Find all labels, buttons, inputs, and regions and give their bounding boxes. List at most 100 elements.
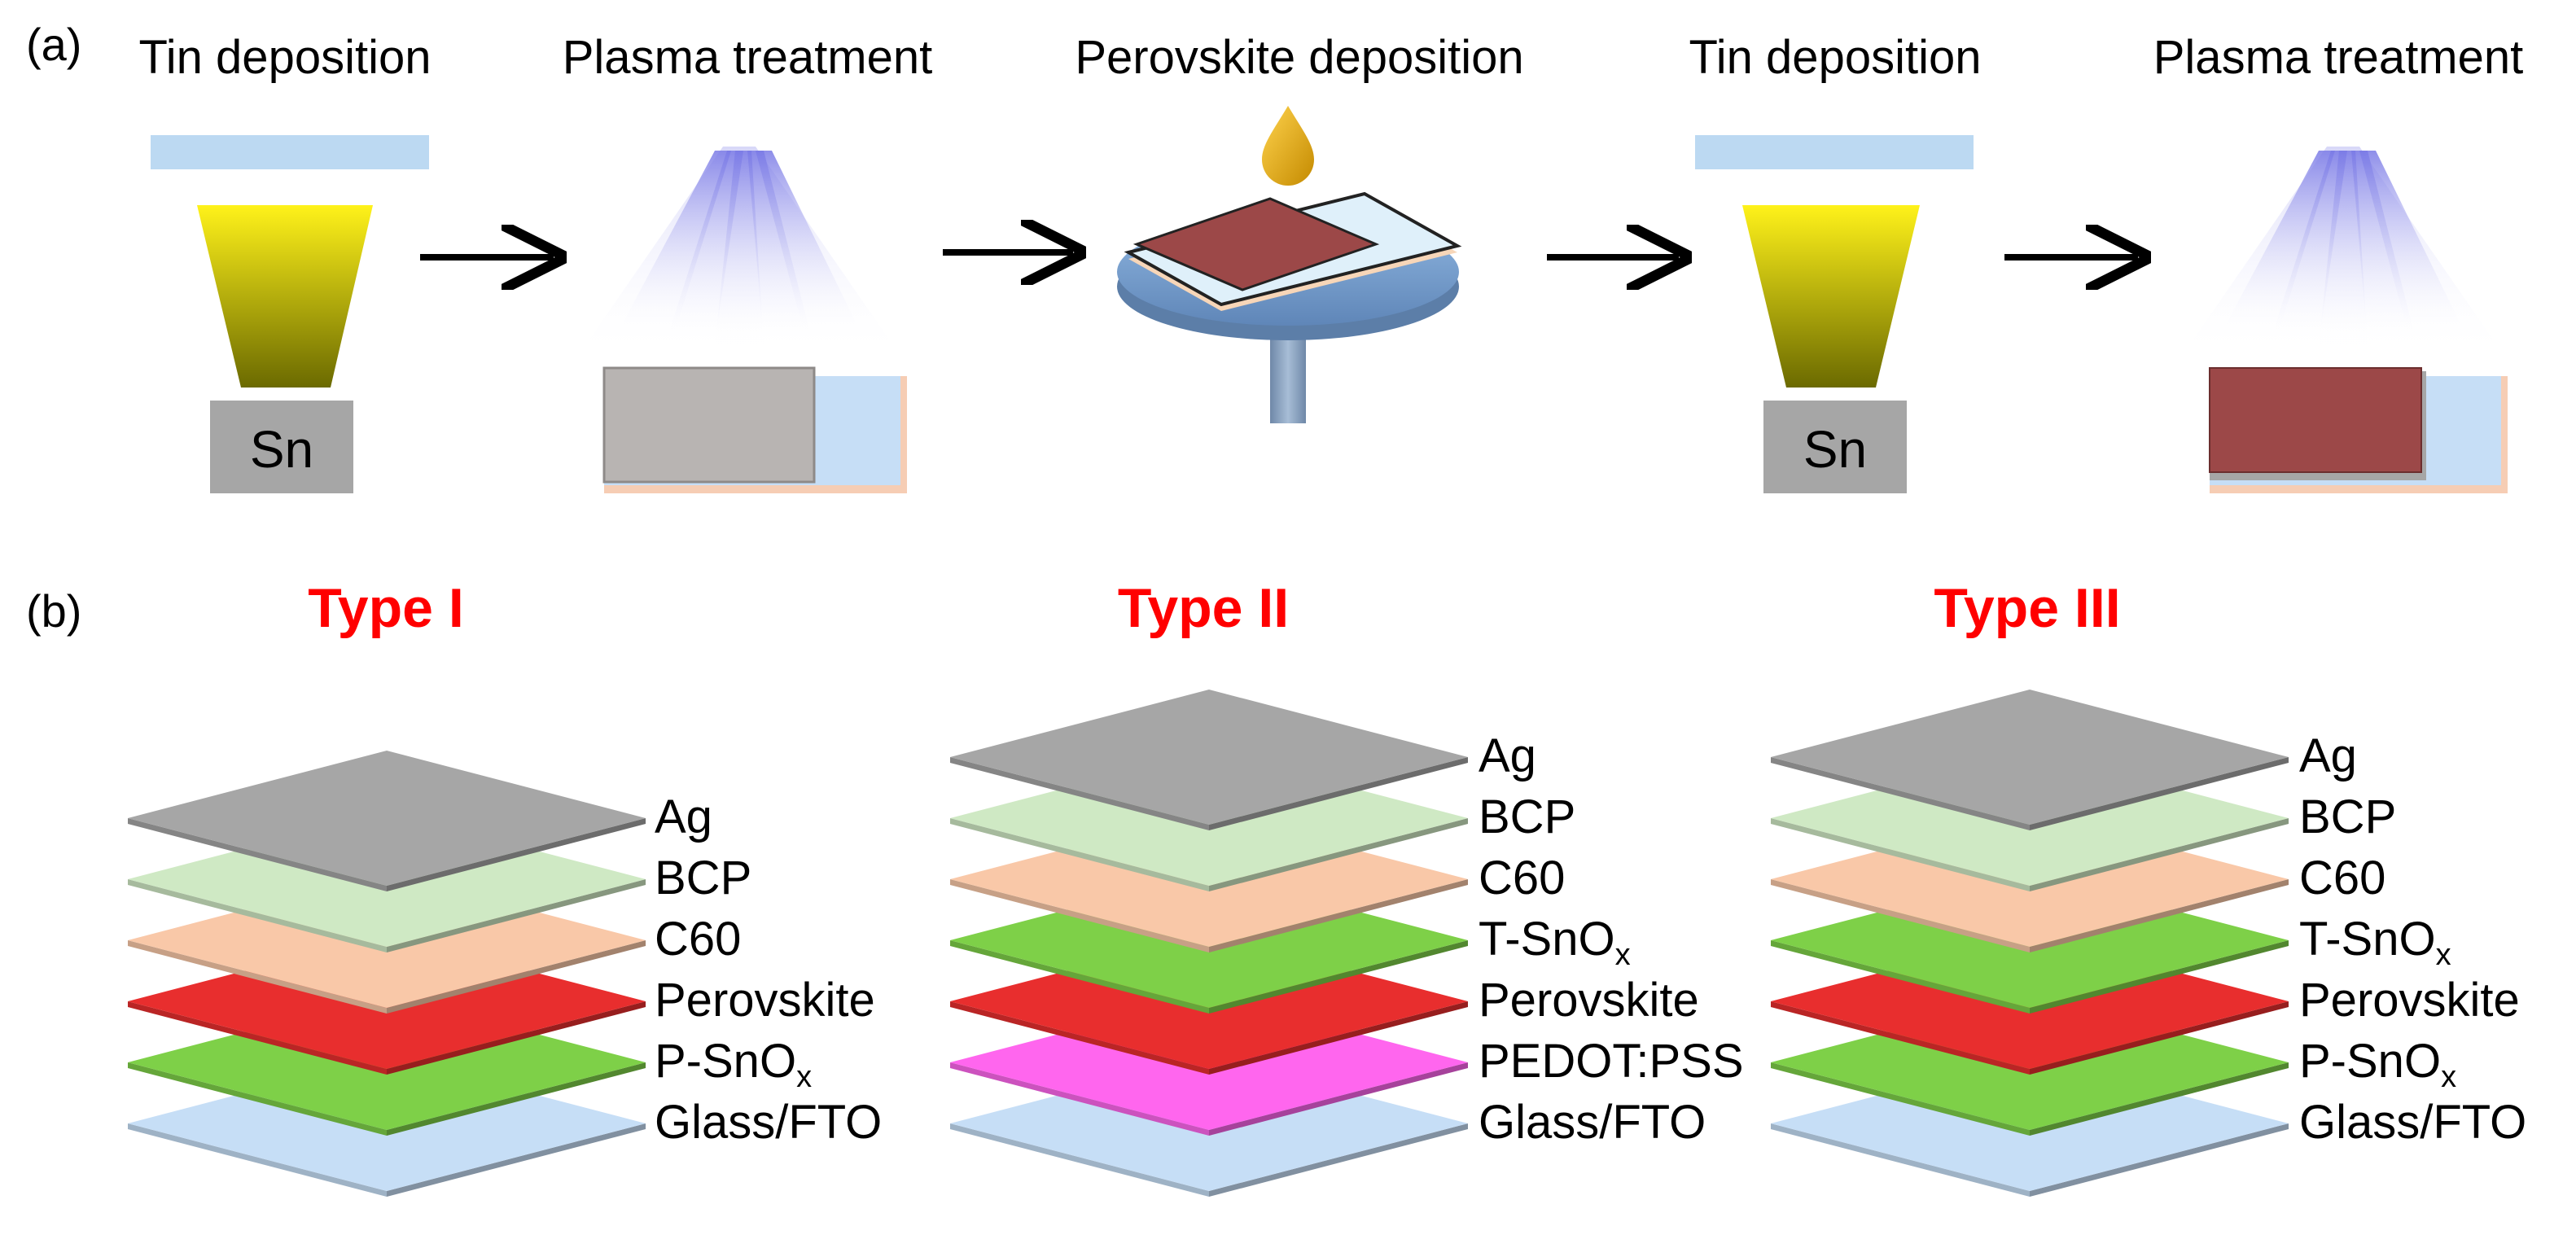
device-stacks: Type IAgBCPC60PerovskiteP-SnOxGlass/FTOT… — [128, 577, 2526, 1197]
layer-side-right — [2030, 1062, 2289, 1136]
layer-side-right — [2030, 1001, 2289, 1075]
layer-side-right — [1209, 757, 1468, 830]
step-2-title: Plasma treatment — [563, 31, 933, 84]
plasma-beam-2 — [2180, 147, 2506, 358]
layer-side-left — [950, 757, 1209, 830]
layer-side-left — [128, 1062, 387, 1136]
step-1-title: Tin deposition — [139, 31, 432, 84]
layer-ag — [128, 751, 646, 891]
precursor-drop — [1262, 106, 1314, 186]
vapor-cone-2 — [1742, 205, 1920, 388]
stack-2: Type IIAgBCPC60T-SnOxPerovskitePEDOT:PSS… — [950, 577, 1744, 1197]
layer-side-right — [1209, 1062, 1468, 1136]
layer-side-left — [1771, 940, 2030, 1014]
layer-label: Perovskite — [655, 974, 875, 1027]
step-3-title: Perovskite deposition — [1075, 31, 1523, 84]
layer-side-left — [950, 818, 1209, 891]
layer-ag — [950, 690, 1468, 830]
layer-label: Glass/FTO — [1479, 1096, 1706, 1149]
layer-label: C60 — [655, 913, 741, 966]
layer-side-left — [950, 1062, 1209, 1136]
layer-side-left — [950, 1001, 1209, 1075]
layer-side-right — [1209, 1001, 1468, 1075]
layer-label: Glass/FTO — [655, 1096, 882, 1149]
sn-source-box-2 — [1763, 401, 1907, 493]
layer-side-right — [387, 879, 646, 952]
layer-label: Ag — [2299, 729, 2357, 782]
layer-side-left — [950, 1123, 1209, 1197]
layer-side-right — [387, 940, 646, 1014]
layer-side-right — [2030, 818, 2289, 891]
layer-side-left — [128, 1123, 387, 1197]
layer-side-right — [2030, 757, 2289, 830]
tin-deposition-1: Sn — [151, 135, 429, 493]
layer-side-right — [1209, 1123, 1468, 1197]
stack-3: Type IIIAgBCPC60T-SnOxPerovskiteP-SnOxGl… — [1771, 577, 2526, 1197]
layer-top — [128, 751, 646, 886]
layer-side-right — [2030, 1123, 2289, 1197]
tin-deposition-2: Sn — [1695, 135, 1974, 493]
layer-label: T-SnOx — [1479, 913, 1631, 972]
layer-label: Glass/FTO — [2299, 1096, 2526, 1149]
layer-label: T-SnOx — [2299, 913, 2451, 972]
layer-label: PEDOT:PSS — [1479, 1035, 1744, 1088]
plasma-treatment-1 — [576, 147, 907, 493]
sn-source-label-2: Sn — [1803, 420, 1867, 479]
layer-side-left — [128, 818, 387, 891]
layer-side-left — [1771, 757, 2030, 830]
layer-side-right — [1209, 879, 1468, 952]
layer-side-right — [1209, 940, 1468, 1014]
layer-side-right — [1209, 818, 1468, 891]
sn-source-box — [210, 401, 353, 493]
stack-title: Type II — [1118, 577, 1289, 639]
layer-label-subscript: x — [2436, 938, 2451, 972]
layer-label: Ag — [655, 790, 712, 843]
layer-side-right — [2030, 940, 2289, 1014]
layer-side-right — [387, 818, 646, 891]
layer-side-right — [387, 1062, 646, 1136]
sn-source-label: Sn — [250, 420, 313, 479]
plasma-beam — [576, 147, 902, 358]
layer-label: Perovskite — [1479, 974, 1699, 1027]
layer-top — [950, 690, 1468, 825]
process-arrows — [420, 252, 2138, 257]
layer-label: P-SnOx — [2299, 1035, 2456, 1094]
substrate-bar-2 — [1695, 135, 1974, 169]
plasma-treatment-2 — [2180, 147, 2508, 493]
perovskite-film-2 — [2209, 367, 2422, 473]
layer-top — [1771, 690, 2289, 825]
step-4-title: Tin deposition — [1689, 31, 1982, 84]
layer-label: P-SnOx — [655, 1035, 812, 1094]
perovskite-spin-coating — [1117, 106, 1462, 423]
layer-side-left — [1771, 879, 2030, 952]
step-5-title: Plasma treatment — [2153, 31, 2524, 84]
layer-label-subscript: x — [2441, 1060, 2456, 1094]
vapor-cone — [197, 205, 373, 388]
layer-label: Perovskite — [2299, 974, 2520, 1027]
layer-label: BCP — [2299, 790, 2396, 843]
layer-label-subscript: x — [796, 1060, 812, 1094]
layer-side-left — [950, 879, 1209, 952]
layer-ag — [1771, 690, 2289, 830]
layer-side-left — [128, 940, 387, 1014]
layer-label: BCP — [1479, 790, 1575, 843]
panel-a-label: (a) — [26, 19, 81, 70]
layer-label: Ag — [1479, 729, 1536, 782]
layer-label: BCP — [655, 852, 751, 904]
layer-side-left — [128, 879, 387, 952]
layer-side-left — [128, 1001, 387, 1075]
sn-film — [602, 366, 816, 484]
spin-perovskite-film — [1132, 197, 1380, 291]
layer-side-left — [1771, 1123, 2030, 1197]
layer-label-subscript: x — [1615, 938, 1631, 972]
layer-side-right — [2030, 879, 2289, 952]
layer-side-left — [950, 940, 1209, 1014]
substrate-bar — [151, 135, 429, 169]
layer-side-right — [387, 1001, 646, 1075]
panel-b-label: (b) — [26, 585, 81, 637]
layer-side-left — [1771, 818, 2030, 891]
layer-label: C60 — [2299, 852, 2385, 904]
